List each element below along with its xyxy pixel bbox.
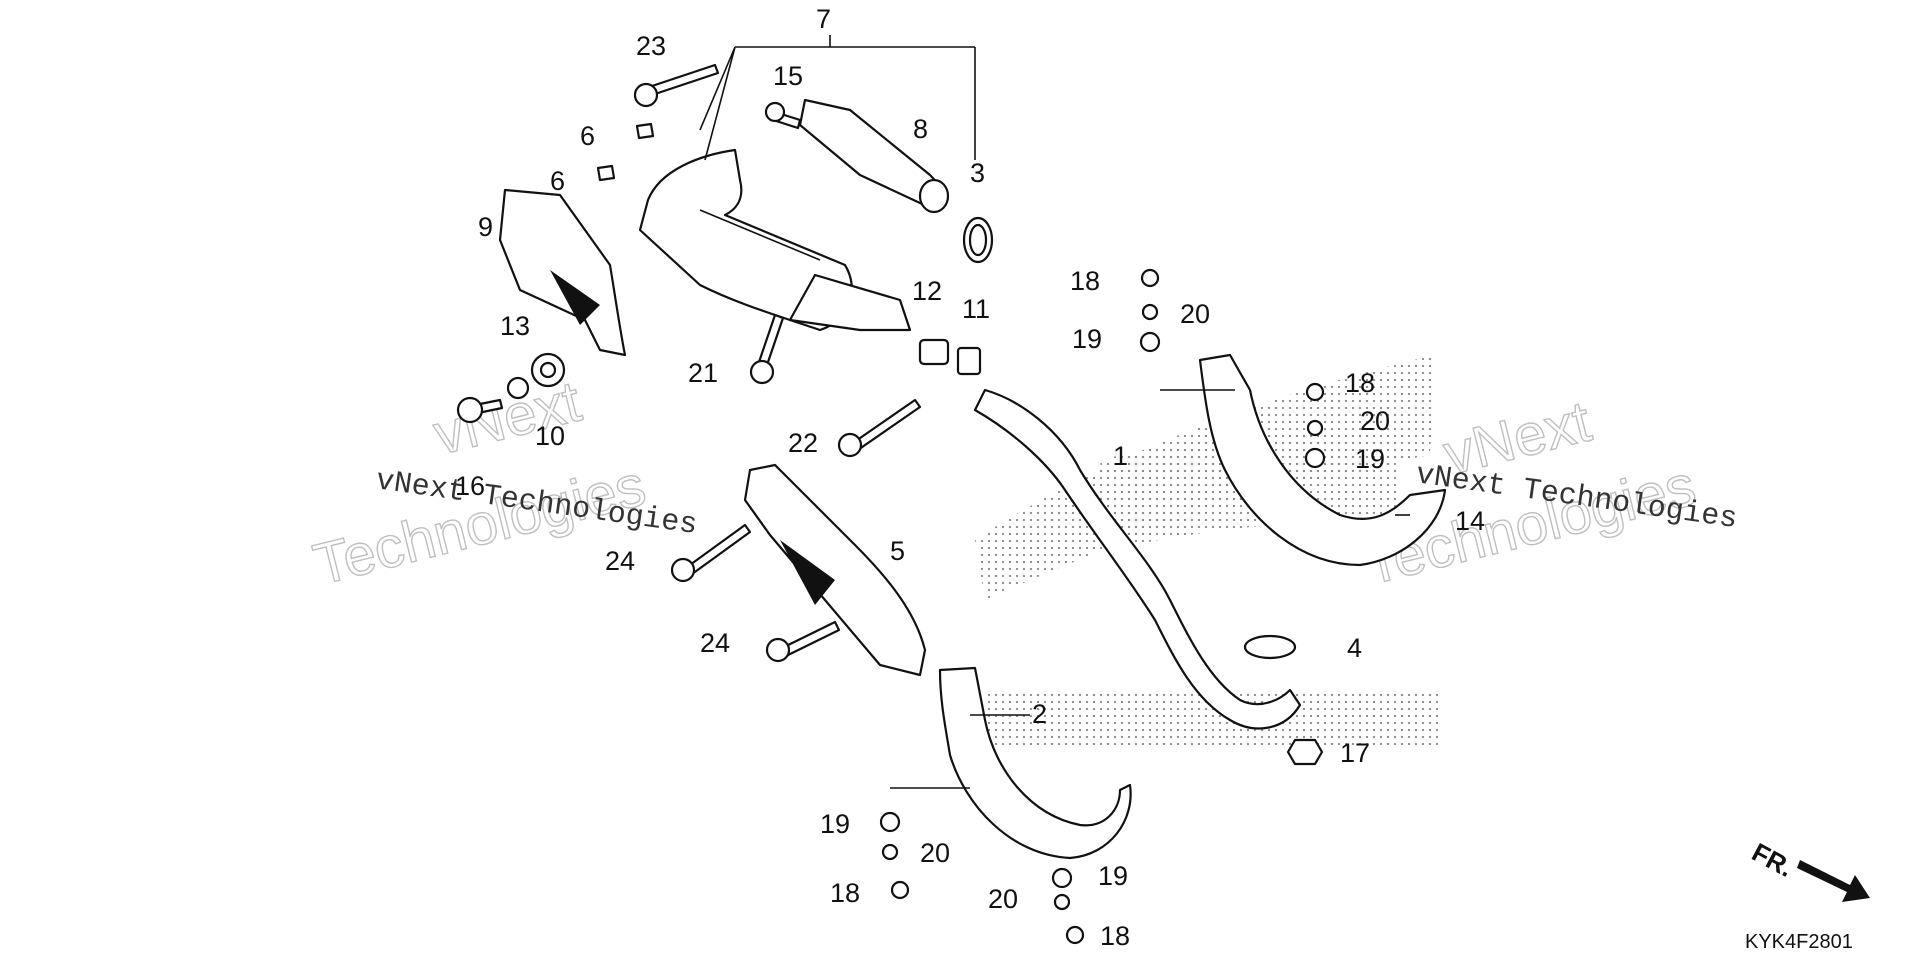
- front-direction-indicator: FR.: [1747, 837, 1870, 902]
- callout-24b: 24: [700, 628, 730, 658]
- part-heat-shield-9: [498, 188, 627, 357]
- svg-text:vNext: vNext: [427, 369, 587, 468]
- part-heat-shield-5: [743, 463, 927, 677]
- callout-24a: 24: [605, 546, 635, 576]
- callout-4: 4: [1347, 633, 1362, 663]
- part-nut-17: [1286, 738, 1324, 766]
- part-pipe-joint-8: [798, 98, 950, 214]
- callout-19c: 19: [820, 809, 850, 839]
- part-exhaust-pipe-1: [973, 388, 1302, 730]
- part-collar-13: [506, 376, 530, 400]
- part-heat-protector-2: [938, 666, 1132, 860]
- callout-18a: 18: [1070, 266, 1100, 296]
- callout-20b: 20: [1360, 406, 1390, 436]
- callout-labels: 7 23 15 6 8 6 3 9 18 20 12 11 19 13 21 1…: [455, 4, 1485, 951]
- callout-8: 8: [913, 114, 928, 144]
- part-muffler: [638, 148, 912, 332]
- diagram-code: KYK4F2801: [1745, 931, 1853, 953]
- part-clamp-11: [956, 346, 982, 376]
- callout-10: 10: [535, 421, 565, 451]
- part-gasket-3: [962, 216, 994, 264]
- callout-7: 7: [816, 4, 831, 34]
- callout-15: 15: [773, 61, 803, 91]
- callout-23: 23: [636, 31, 666, 61]
- callout-2: 2: [1032, 699, 1047, 729]
- part-collar-12: [918, 338, 950, 366]
- callout-18d: 18: [1100, 921, 1130, 951]
- callout-20d: 20: [988, 884, 1018, 914]
- callout-16: 16: [455, 471, 485, 501]
- callout-11: 11: [962, 294, 990, 324]
- callout-18c: 18: [830, 878, 860, 908]
- callout-14: 14: [1455, 506, 1485, 536]
- svg-text:vNext: vNext: [1437, 389, 1597, 488]
- leader-lines: [699, 35, 1410, 789]
- callout-21: 21: [688, 358, 718, 388]
- callout-6a: 6: [580, 121, 595, 151]
- callout-19d: 19: [1098, 861, 1128, 891]
- callout-5: 5: [890, 536, 905, 566]
- part-gasket-4: [1243, 634, 1297, 660]
- callout-19b: 19: [1355, 444, 1385, 474]
- callout-17: 17: [1340, 738, 1370, 768]
- callout-9: 9: [478, 212, 493, 242]
- callout-3: 3: [970, 158, 985, 188]
- part-bolts: [456, 63, 1325, 945]
- callout-22: 22: [788, 428, 818, 458]
- callout-1: 1: [1113, 441, 1128, 471]
- part-washers: [879, 303, 1326, 911]
- callout-18b: 18: [1345, 368, 1375, 398]
- part-heat-protector-14: [1198, 353, 1447, 567]
- callout-20a: 20: [1180, 299, 1210, 329]
- direction-label: FR.: [1747, 837, 1798, 883]
- callout-19a: 19: [1072, 324, 1102, 354]
- part-rubber-10: [530, 352, 566, 388]
- callout-20c: 20: [920, 838, 950, 868]
- callout-13: 13: [500, 311, 530, 341]
- callout-6b: 6: [550, 166, 565, 196]
- arrow-icon: [1797, 860, 1870, 902]
- callout-12: 12: [912, 276, 942, 306]
